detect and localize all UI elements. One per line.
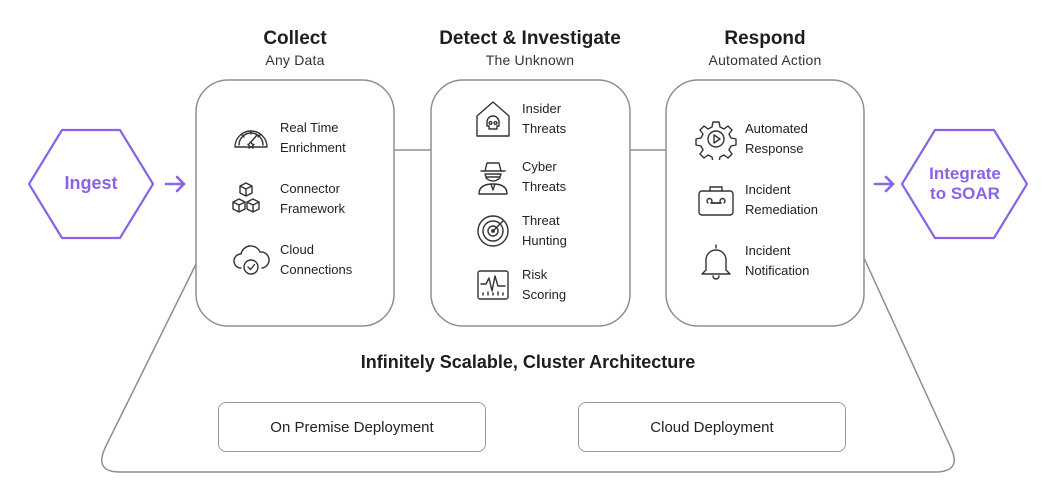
detect-box [430,79,631,327]
respond-item-remediation: Incident Remediation [695,179,818,221]
item-label: Incident [745,243,791,258]
platform-base [101,257,955,473]
item-label: Connections [280,262,353,277]
integrate-label: Integrate to SOAR [905,164,1025,204]
detect-item-hunting: Threat Hunting [472,210,567,252]
item-label: Automated [745,121,808,136]
collect-subtitle: Any Data [265,52,325,68]
detect-header: Detect & Investigate The Unknown [410,28,650,70]
arrow-right-icon [873,175,895,193]
collect-item-connector: Connector Framework [230,178,345,220]
radar-icon [472,210,514,252]
gauge-icon [230,117,272,159]
architecture-title: Infinitely Scalable, Cluster Architectur… [360,352,696,372]
house-skull-icon [472,98,514,140]
on-premise-label: On Premise Deployment [270,418,434,436]
item-label: Framework [280,201,346,216]
integrate-line1: Integrate [929,164,1001,183]
toolbox-icon [695,179,737,221]
cloud-deployment-box: Cloud Deployment [578,402,846,452]
respond-item-automated: Automated Response [695,118,808,160]
respond-subtitle: Automated Action [708,52,822,68]
ingest-hexagon [27,128,155,240]
collect-item-enrichment: Real Time Enrichment [230,117,346,159]
item-label: Remediation [745,202,818,217]
item-label: Cloud [280,242,314,257]
respond-item-notification: Incident Notification [695,240,809,282]
arrow-right-icon [164,175,186,193]
collect-item-cloud: Cloud Connections [230,239,352,281]
item-label: Threat [522,213,560,228]
item-label: Real Time [280,120,339,135]
pulse-monitor-icon [472,264,514,306]
item-label: Response [745,141,804,156]
collect-title: Collect [263,28,327,49]
cloud-check-icon [230,239,272,281]
detect-item-insider: Insider Threats [472,98,566,140]
ingest-label: Ingest [64,173,118,193]
respond-title: Respond [724,28,806,49]
item-label: Hunting [522,233,567,248]
detect-item-risk: Risk Scoring [472,264,566,306]
item-label: Threats [522,121,567,136]
item-label: Cyber [522,159,557,174]
integrate-line2: to SOAR [930,184,1000,203]
item-label: Notification [745,263,810,278]
bell-icon [695,240,737,282]
respond-header: Respond Automated Action [645,28,885,70]
item-label: Connector [280,181,340,196]
collect-box [195,79,395,327]
item-label: Risk [522,267,548,282]
item-label: Threats [522,179,567,194]
item-label: Scoring [522,287,567,302]
item-label: Incident [745,182,791,197]
item-label: Insider [522,101,562,116]
cloud-label: Cloud Deployment [650,418,774,436]
cubes-icon [230,178,272,220]
gear-play-icon [695,118,737,160]
detect-subtitle: The Unknown [485,52,575,68]
collect-header: Collect Any Data [175,28,415,70]
integrate-hexagon [900,128,1029,240]
spy-icon [472,156,514,198]
detect-item-cyber: Cyber Threats [472,156,566,198]
on-premise-deployment-box: On Premise Deployment [218,402,486,452]
item-label: Enrichment [280,140,346,155]
detect-title: Detect & Investigate [439,28,621,49]
